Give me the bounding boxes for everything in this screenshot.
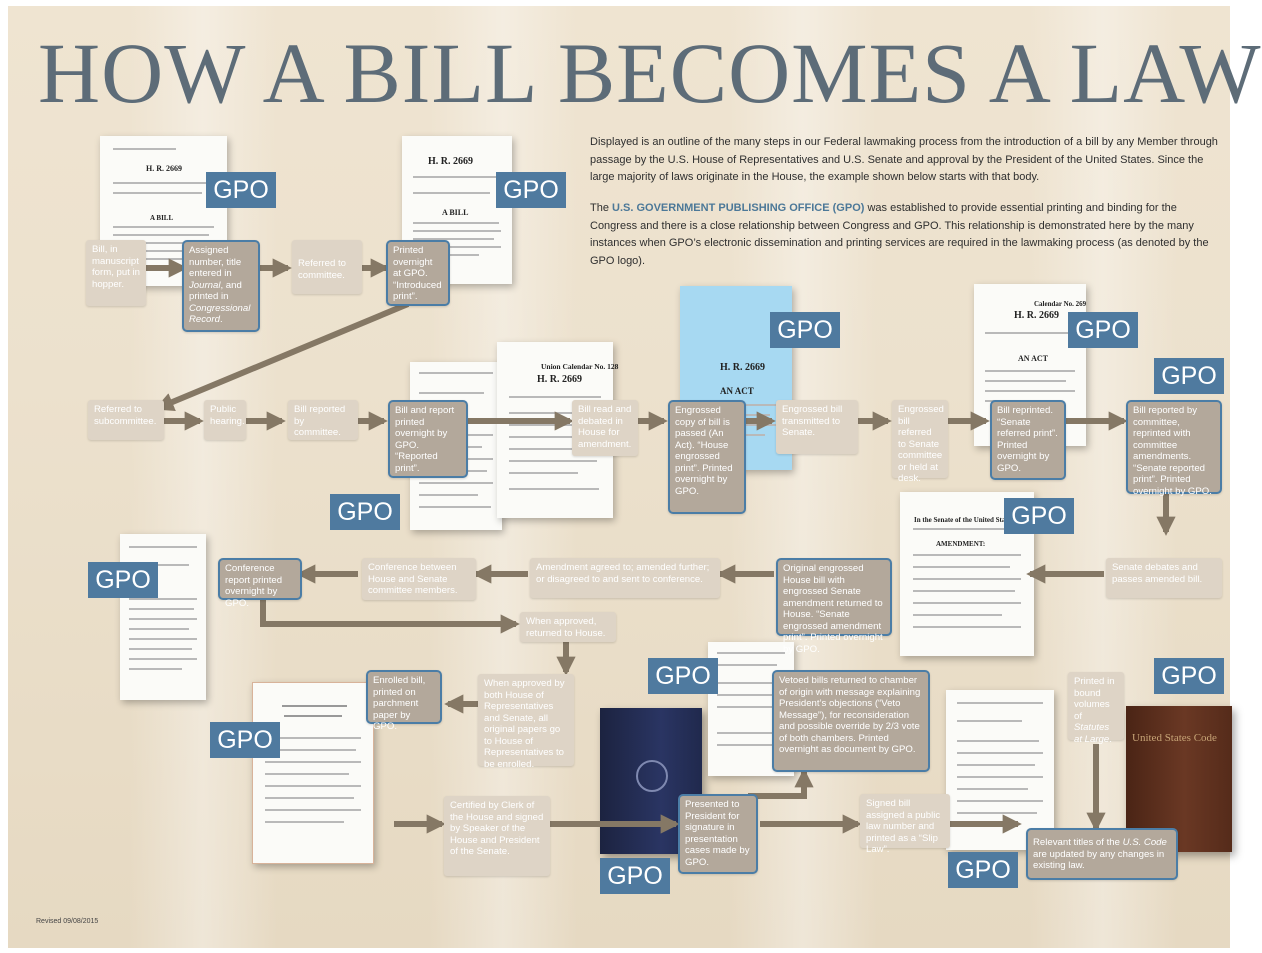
gpo-logo: GPO — [210, 722, 280, 758]
gpo-logo: GPO — [1068, 312, 1138, 348]
step-us-code-updated: Relevant titles of the U.S. Code are upd… — [1026, 828, 1178, 880]
step-house-engrossed-print: Engrossed copy of bill is passed (An Act… — [668, 400, 746, 514]
step-conference-report-print: Conference report printed overnight by G… — [218, 558, 302, 609]
step-referred-to-committee: Referred to committee. — [292, 240, 362, 294]
step-referred-to-senate-committee: Engrossed bill referred to Senate commit… — [892, 400, 948, 484]
gpo-logo: GPO — [88, 562, 158, 598]
page-title: HOW A BILL BECOMES A LAW — [38, 25, 1262, 121]
step-hopper: Bill, in manuscript form, put in hopper. — [86, 240, 146, 306]
step-returned-to-house: When approved, returned to House. — [520, 612, 616, 642]
gpo-logo: GPO — [600, 858, 670, 894]
united-states-code-volume-image: United States Code — [1126, 706, 1232, 852]
gpo-logo: GPO — [1154, 358, 1224, 394]
flow-arrows — [146, 258, 1176, 834]
gpo-logo: GPO — [206, 172, 276, 208]
gpo-name-highlight: U.S. GOVERNMENT PUBLISHING OFFICE (GPO) — [612, 202, 865, 214]
gpo-logo: GPO — [330, 494, 400, 530]
arrow — [260, 600, 520, 634]
presentation-case-image — [600, 708, 702, 854]
step-senate-engrossed-amendment-print: Original engrossed House bill with engro… — [776, 558, 892, 655]
gpo-logo: GPO — [1004, 498, 1074, 534]
poster: HOW A BILL BECOMES A LAW Displayed is an… — [8, 6, 1262, 948]
gpo-logo: GPO — [1154, 658, 1224, 694]
gpo-logo: GPO — [948, 852, 1018, 888]
revision-date: Revised 09/08/2015 — [36, 918, 99, 925]
step-enrolled-bill-print: Enrolled bill, printed on parchment pape… — [366, 670, 442, 732]
gpo-logo: GPO — [648, 658, 718, 694]
step-introduced-print: Printed overnight at GPO. “Introduced pr… — [386, 240, 450, 306]
step-amendment-agreed: Amendment agreed to; amended further; or… — [530, 558, 720, 598]
enrolled-bill-image — [252, 682, 374, 864]
step-senate-referred-print: Bill reprinted. “Senate referred print”.… — [990, 400, 1066, 480]
gpo-logo: GPO — [770, 312, 840, 348]
step-reported-print: Bill and report printed overnight by GPO… — [388, 400, 468, 478]
step-slip-law: Signed bill assigned a public law number… — [860, 794, 950, 855]
step-senate-passes: Senate debates and passes amended bill. — [1106, 558, 1222, 598]
step-veto-message: Vetoed bills returned to chamber of orig… — [772, 670, 930, 772]
step-bill-reported: Bill reported by committee. — [288, 400, 358, 440]
intro-paragraph-1: Displayed is an outline of the many step… — [590, 136, 1218, 183]
step-transmitted-to-senate: Engrossed bill transmitted to Senate. — [776, 400, 858, 454]
step-referred-to-subcommittee: Referred to subcommittee. — [88, 400, 164, 440]
step-assigned-number: Assigned number, title entered in Journa… — [182, 240, 260, 332]
step-statutes-at-large: Printed in bound volumes of Statutes at … — [1068, 672, 1124, 745]
conference-report-image — [120, 534, 206, 700]
step-senate-reported-print: Bill reported by committee, reprinted wi… — [1126, 400, 1222, 497]
arrow — [154, 301, 410, 411]
arrow — [748, 768, 814, 799]
step-certified-and-signed: Certified by Clerk of the House and sign… — [444, 796, 550, 876]
step-conference: Conference between House and Senate comm… — [362, 558, 476, 600]
step-enrolled: When approved by both House of Represent… — [478, 674, 574, 770]
intro-paragraph-2: The U.S. GOVERNMENT PUBLISHING OFFICE (G… — [590, 202, 1209, 267]
step-presented-to-president: Presented to President for signature in … — [678, 794, 758, 874]
gpo-logo: GPO — [496, 172, 566, 208]
step-public-hearing: Public hearing. — [204, 400, 246, 440]
step-read-and-debated: Bill read and debated in House for amend… — [572, 400, 638, 456]
